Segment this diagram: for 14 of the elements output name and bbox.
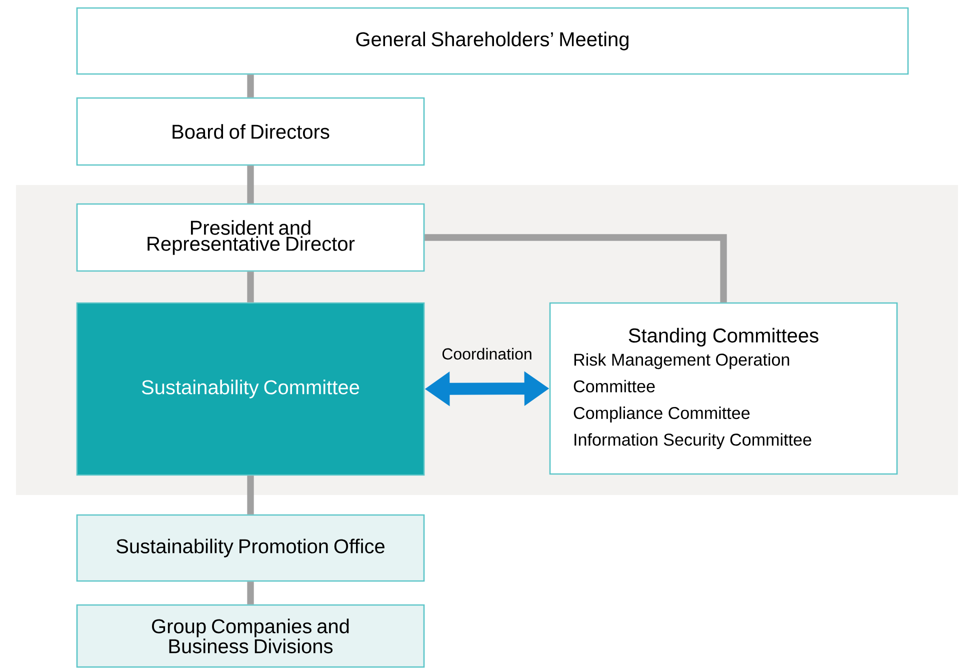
org-box: Board of Directors (76, 97, 425, 166)
connector-line (247, 476, 254, 514)
org-box: Sustainability Promotion Office (76, 514, 425, 582)
committee-box: Standing Committees Risk Management Operation Committee Compliance Committee Information Security Committee (549, 302, 898, 475)
org-box: Sustainability Committee (76, 302, 425, 476)
connector-line (247, 272, 254, 302)
connector-line (247, 582, 254, 604)
org-box: General Shareholders’ Meeting (76, 7, 909, 75)
org-box: President and Representative Director (76, 203, 425, 272)
connector-line (424, 234, 727, 302)
edge-label: Coordination (440, 346, 534, 361)
connector-line (247, 74, 254, 98)
org-box: Group Companies and Business Divisions (76, 604, 425, 668)
connector-line (247, 166, 254, 204)
